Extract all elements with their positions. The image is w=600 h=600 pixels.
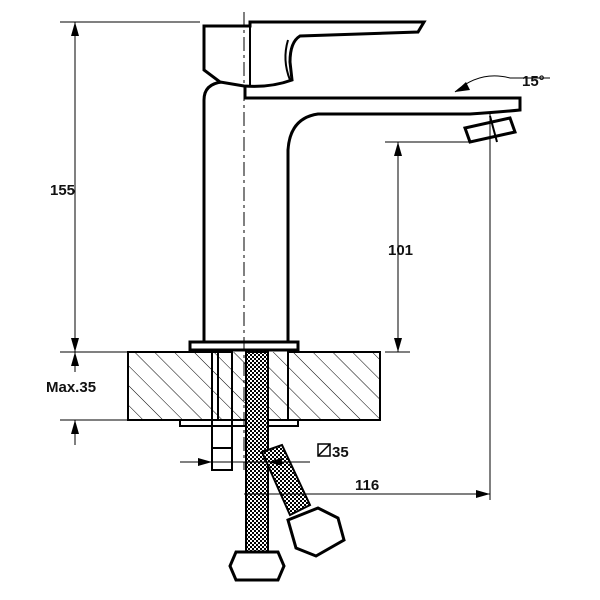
dim-height: 155 <box>50 21 200 353</box>
clearance-label: 101 <box>388 242 413 259</box>
lever-handle <box>202 20 427 88</box>
mount-plate <box>179 419 299 427</box>
faucet-body <box>188 12 522 470</box>
angle-label: 15° <box>522 73 545 90</box>
aerator-joint <box>489 115 498 143</box>
stud-nut <box>211 425 233 449</box>
dim-clearance: 101 <box>385 141 470 353</box>
hose-hot <box>260 443 312 517</box>
deck-thickness-label: Max.35 <box>46 379 96 396</box>
hose-nut-cold <box>228 550 286 582</box>
dim-reach: 116 <box>244 112 491 500</box>
hose-nut-hot <box>286 506 346 558</box>
under-counter-hardware <box>179 351 346 582</box>
handle-curve <box>284 39 291 81</box>
reach-label: 116 <box>355 477 379 494</box>
faucet-column <box>202 80 522 344</box>
dim-hole: 35 <box>180 443 349 466</box>
dim-deck-thickness: Max.35 <box>46 352 128 445</box>
hole-label: 35 <box>332 444 349 461</box>
height-label: 155 <box>50 182 75 199</box>
dim-angle: 15° <box>454 73 550 93</box>
threaded-stud <box>211 351 233 471</box>
